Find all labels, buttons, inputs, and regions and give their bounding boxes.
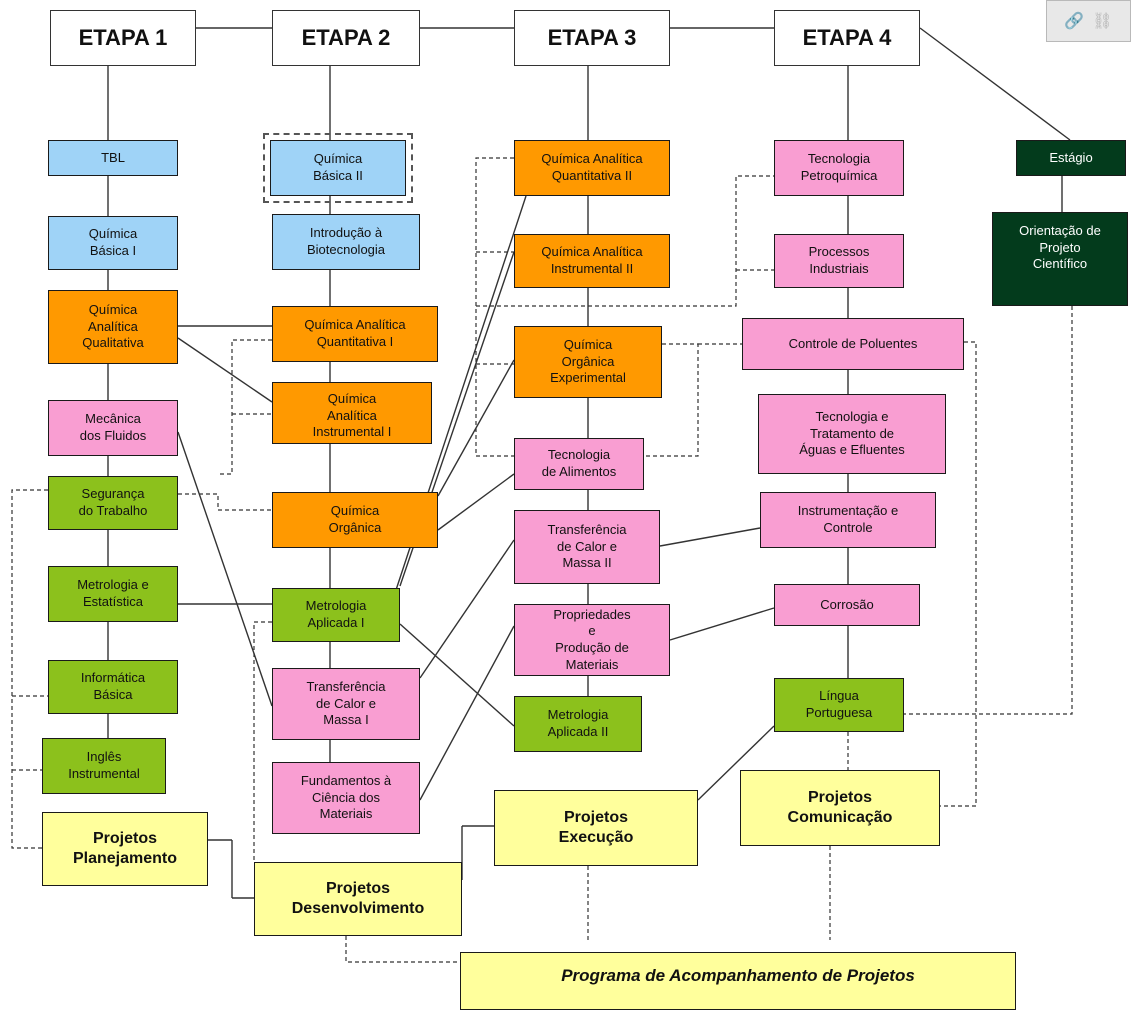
stage-1-header: ETAPA 1 [50,10,196,66]
box-orientacao-projeto[interactable]: Orientação de Projeto Científico [992,212,1128,306]
box-processos-industriais[interactable]: Processos Industriais [774,234,904,288]
stage-4-header: ETAPA 4 [774,10,920,66]
box-seguranca-trabalho[interactable]: Segurança do Trabalho [48,476,178,530]
box-transferencia-calor-massa-1[interactable]: Transferência de Calor e Massa I [272,668,420,740]
box-fundamentos-ciencia-materiais[interactable]: Fundamentos à Ciência dos Materiais [272,762,420,834]
box-quimica-basica-2[interactable]: Química Básica II [263,133,413,203]
box-projetos-execucao[interactable]: Projetos Execução [494,790,698,866]
box-mecanica-fluidos[interactable]: Mecânica dos Fluidos [48,400,178,456]
box-controle-poluentes[interactable]: Controle de Poluentes [742,318,964,370]
box-ingles-instrumental[interactable]: Inglês Instrumental [42,738,166,794]
box-tecnologia-alimentos[interactable]: Tecnologia de Alimentos [514,438,644,490]
box-tecnologia-tratamento-aguas[interactable]: Tecnologia e Tratamento de Águas e Eflue… [758,394,946,474]
box-metrologia-estatistica[interactable]: Metrologia e Estatística [48,566,178,622]
link-toolbar: 🔗 ⛓ [1046,0,1131,42]
box-estagio[interactable]: Estágio [1016,140,1126,176]
box-lingua-portuguesa[interactable]: Língua Portuguesa [774,678,904,732]
link-icon[interactable]: 🔗 [1064,13,1085,30]
box-tbl[interactable]: TBL [48,140,178,176]
box-metrologia-aplicada-2[interactable]: Metrologia Aplicada II [514,696,642,752]
box-transferencia-calor-massa-2[interactable]: Transferência de Calor e Massa II [514,510,660,584]
box-projetos-desenvolvimento[interactable]: Projetos Desenvolvimento [254,862,462,936]
box-corrosao[interactable]: Corrosão [774,584,920,626]
box-instrumentacao-controle[interactable]: Instrumentação e Controle [760,492,936,548]
box-propriedades-producao-materiais[interactable]: Propriedades e Produção de Materiais [514,604,670,676]
stage-2-header: ETAPA 2 [272,10,420,66]
box-projetos-comunicacao[interactable]: Projetos Comunicação [740,770,940,846]
box-projetos-planejamento[interactable]: Projetos Planejamento [42,812,208,886]
box-introducao-biotecnologia[interactable]: Introdução à Biotecnologia [272,214,420,270]
box-informatica-basica[interactable]: Informática Básica [48,660,178,714]
box-quimica-analitica-quantitativa-1[interactable]: Química Analítica Quantitativa I [272,306,438,362]
box-quimica-analitica-instrumental-1[interactable]: Química Analítica Instrumental I [272,382,432,444]
box-quimica-basica-1[interactable]: Química Básica I [48,216,178,270]
box-quimica-analitica-qualitativa[interactable]: Química Analítica Qualitativa [48,290,178,364]
stage-3-header: ETAPA 3 [514,10,670,66]
box-metrologia-aplicada-1[interactable]: Metrologia Aplicada I [272,588,400,642]
unlink-icon[interactable]: ⛓ [1092,13,1113,30]
box-quimica-analitica-instrumental-2[interactable]: Química Analítica Instrumental II [514,234,670,288]
box-quimica-organica[interactable]: Química Orgânica [272,492,438,548]
box-programa-acompanhamento[interactable]: Programa de Acompanhamento de Projetos [460,952,1016,1010]
box-tecnologia-petroquimica[interactable]: Tecnologia Petroquímica [774,140,904,196]
box-quimica-organica-experimental[interactable]: Química Orgânica Experimental [514,326,662,398]
box-quimica-analitica-quantitativa-2[interactable]: Química Analítica Quantitativa II [514,140,670,196]
